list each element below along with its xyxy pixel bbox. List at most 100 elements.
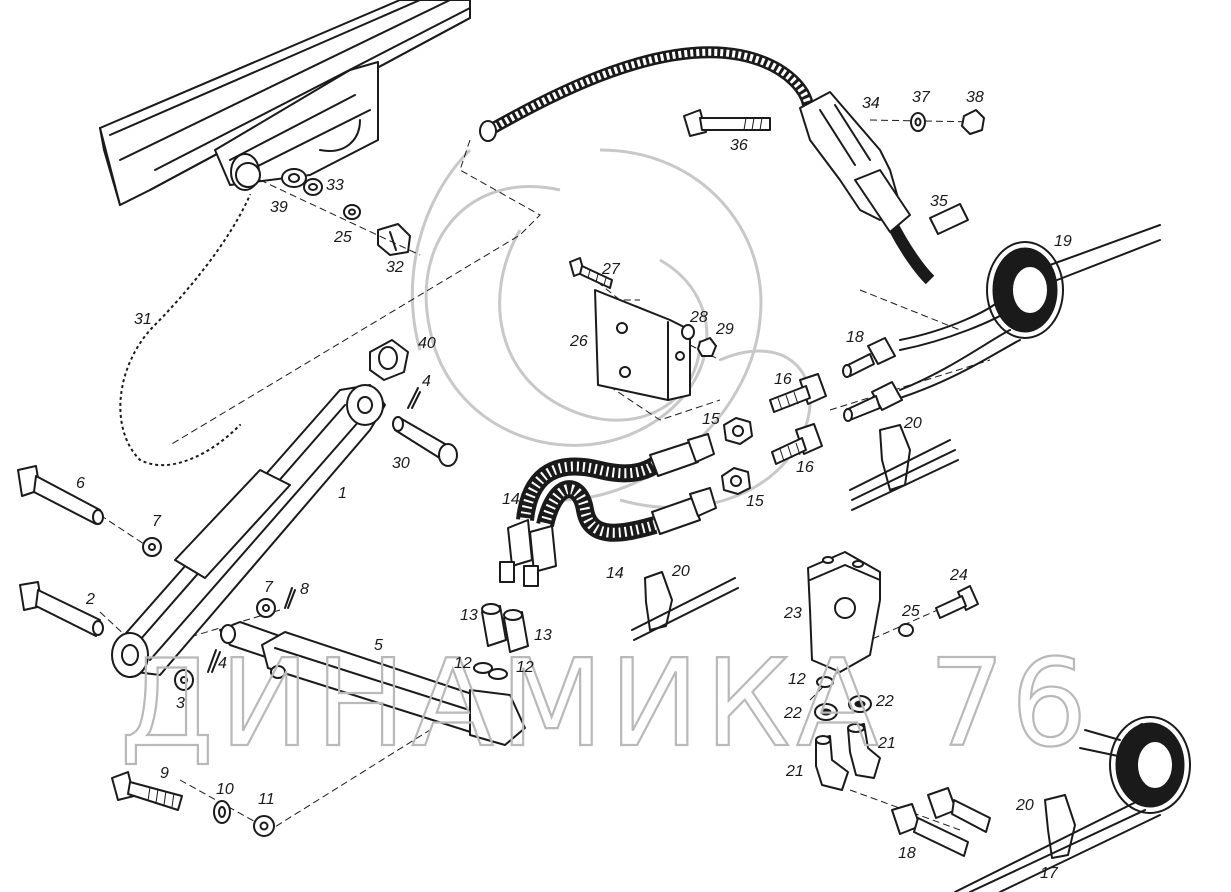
- callout-7b: 7: [264, 579, 274, 596]
- nut-15a: [723, 417, 753, 445]
- callout-21a: 21: [785, 763, 804, 780]
- bolt-6: [17, 465, 104, 525]
- clamp-20-lower: [1044, 794, 1076, 859]
- callout-4b: 4: [218, 655, 227, 672]
- callout-14a: 14: [502, 491, 520, 508]
- callout-35: 35: [930, 193, 948, 210]
- callout-7a: 7: [152, 513, 162, 530]
- bolt-36: [683, 109, 771, 137]
- callout-28: 28: [689, 309, 708, 326]
- callout-9: 9: [160, 765, 169, 782]
- callout-34: 34: [862, 95, 880, 112]
- hydraulic-cylinder-5: [219, 621, 526, 746]
- bracket-26: [594, 289, 691, 401]
- callout-20c: 20: [1015, 797, 1034, 814]
- callout-17: 17: [1040, 865, 1059, 882]
- callout-20a: 20: [903, 415, 922, 432]
- callout-13a: 13: [460, 607, 478, 624]
- callout-33: 33: [326, 177, 344, 194]
- pin-35: [929, 203, 969, 235]
- callout-10: 10: [216, 781, 234, 798]
- nut-15b: [721, 467, 751, 495]
- callout-16a: 16: [774, 371, 792, 388]
- pin-30: [392, 416, 458, 467]
- washer-12b: [488, 668, 508, 680]
- clamp-20-middle: [631, 571, 739, 641]
- washer-10: [213, 800, 231, 824]
- callout-5: 5: [374, 637, 383, 654]
- bolt-2: [19, 581, 104, 637]
- spring-reel-19-upper: [899, 224, 1161, 399]
- hose-14b: [536, 480, 717, 542]
- lever-arm-1: [111, 384, 386, 678]
- callout-4a: 4: [422, 373, 431, 390]
- bolt-9: [111, 771, 183, 811]
- washer-7a: [142, 537, 162, 557]
- callout-12c: 12: [788, 671, 806, 688]
- callout-19a: 19: [1054, 233, 1072, 250]
- washer-28: [681, 324, 695, 340]
- callout-38: 38: [966, 89, 984, 106]
- bolt-32: [377, 223, 411, 256]
- cotter-pin-4-lower: [207, 649, 221, 673]
- callout-31: 31: [134, 311, 152, 328]
- callout-24: 24: [949, 567, 968, 584]
- fitting-18-lower: [891, 787, 991, 857]
- callout-40: 40: [418, 335, 436, 352]
- callout-39: 39: [270, 199, 288, 216]
- distributor-23: [807, 551, 881, 673]
- bolt-27: [569, 257, 613, 289]
- cotter-pin-8: [284, 587, 296, 609]
- bolt-16a: [769, 373, 827, 413]
- bolt-16b: [771, 423, 823, 465]
- clamp-20-upper: [849, 424, 959, 511]
- callout-3: 3: [176, 695, 185, 712]
- callout-20b: 20: [671, 563, 690, 580]
- callout-12a: 12: [454, 655, 472, 672]
- elbow-21a: [815, 735, 849, 791]
- callout-30: 30: [392, 455, 410, 472]
- hose-end-fittings: [499, 519, 557, 587]
- callout-8: 8: [300, 581, 309, 598]
- callout-19b: 19: [1136, 721, 1154, 738]
- callout-23: 23: [783, 605, 802, 622]
- hose-14a: [516, 433, 715, 522]
- callout-32: 32: [386, 259, 404, 276]
- callout-27: 27: [601, 261, 621, 278]
- callout-25a: 25: [333, 229, 352, 246]
- callout-25b: 25: [901, 603, 920, 620]
- callout-13b: 13: [534, 627, 552, 644]
- washers-22: [814, 695, 872, 721]
- cable-31: [116, 162, 261, 469]
- callout-15a: 15: [702, 411, 720, 428]
- washer-37: [910, 112, 926, 132]
- callout-18b: 18: [898, 845, 916, 862]
- elbow-21b: [847, 723, 881, 779]
- callout-16b: 16: [796, 459, 814, 476]
- callout-15b: 15: [746, 493, 764, 510]
- callout-6: 6: [76, 475, 85, 492]
- nut-38: [961, 109, 985, 135]
- washer-12c: [816, 676, 834, 688]
- nut-29: [697, 337, 717, 357]
- callout-14b: 14: [606, 565, 624, 582]
- washers-upper-left: [281, 168, 411, 256]
- callout-18a: 18: [846, 329, 864, 346]
- callout-labels: 1 2 3 4 4 5 6 7 7 8 9 10 11 12 12 12 13 …: [76, 89, 1154, 882]
- watermark-text: ДИНАМИКА 76: [120, 635, 1093, 774]
- washer-25-right: [898, 623, 914, 637]
- bushing-40: [369, 339, 409, 381]
- callout-2: 2: [85, 591, 95, 608]
- callout-26: 26: [569, 333, 588, 350]
- washer-3: [174, 669, 194, 691]
- clamp-34: [799, 91, 911, 233]
- washer-7b: [256, 598, 276, 618]
- callout-11: 11: [258, 791, 275, 808]
- callout-36: 36: [730, 137, 748, 154]
- washer-12a: [473, 662, 493, 674]
- callout-22a: 22: [783, 705, 802, 722]
- washer-11: [253, 815, 275, 837]
- bolt-24: [935, 585, 979, 619]
